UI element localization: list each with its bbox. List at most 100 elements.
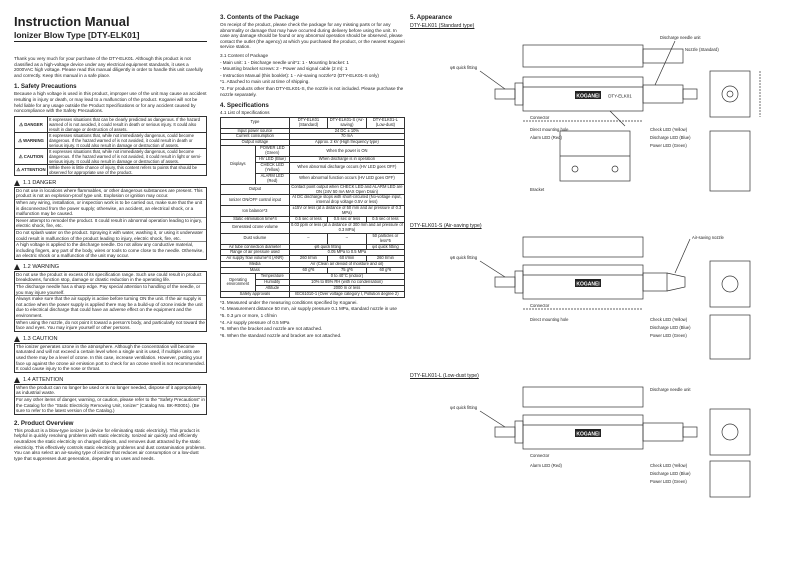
caution-heading: 1.3 CAUTION xyxy=(14,335,207,342)
section-3-text: On receipt of the product, please check … xyxy=(220,22,405,50)
model-plate: DTY-ELK01 xyxy=(608,94,632,99)
package-item: - Mounting bracket screws: 2 - Power and… xyxy=(220,66,348,72)
warning-triangle-icon xyxy=(14,263,20,270)
spec-note: *5. 0.3 μm or more, 1 cf/min xyxy=(220,312,277,318)
spec-header: DTY-ELK01-L (Low-dust) xyxy=(365,116,406,129)
warning-heading: 1.2 WARNING xyxy=(14,263,207,270)
label-airsave-nozzle: Air-saving nozzle xyxy=(692,235,725,240)
signal-warning-label: ⚠ WARNING xyxy=(14,131,48,149)
drawing-standard: KOGANEI DTY-ELK01 φ6 quick fitting Conne… xyxy=(450,35,761,192)
spec-group-label: Displays xyxy=(220,145,256,185)
spec-value: 0.03 ppm or less (at a distance of 300 m… xyxy=(288,221,406,234)
label-power-led: Power LED (Green) xyxy=(650,479,687,484)
table-row: Ion balance*3±15V or less (at a distance… xyxy=(220,205,406,218)
label-alarm: Alarm LED (Red) xyxy=(530,135,562,140)
label-check: Check LED (Yellow) xyxy=(650,463,688,468)
spec-value: – xyxy=(288,232,329,245)
spec-value: When abnormal discharge occurs (HV LED g… xyxy=(288,161,406,174)
signal-attention-text: While there is little chance of injury, … xyxy=(47,163,207,176)
label-connector: Connector xyxy=(530,303,550,308)
danger-item: Do not use in locations where flammables… xyxy=(15,188,206,200)
spec-label: ALARM LED (Red) xyxy=(254,172,290,185)
quick-fitting xyxy=(494,88,516,100)
label-fitting: φ6 quick fitting xyxy=(450,65,478,70)
spec-value: Approx. 2 kV (High frequency type) xyxy=(288,139,406,147)
logo-plate xyxy=(575,91,601,99)
danger-item: When any wiring, installation, or inspec… xyxy=(15,200,206,218)
section-1-text: Because a high voltage is used in this p… xyxy=(14,91,207,114)
package-item: - Main unit: 1 - Discharge needle unit*1… xyxy=(220,59,349,65)
warning-triangle-icon xyxy=(14,179,20,186)
section-3-title: 3. Contents of the Package xyxy=(220,14,300,21)
spec-subtitle: 4.1 List of Specifications xyxy=(220,110,270,116)
label-bracket: Bracket xyxy=(530,187,545,192)
spec-value: At DC discharge stops with short-circuit… xyxy=(288,194,406,207)
spec-value: ±15V or less (at a distance of 50 mm and… xyxy=(288,205,406,218)
figure-title-standard: DTY-ELK01 (Standard type) xyxy=(410,23,475,29)
section-2-text: This product is a blow-type ionizer (a d… xyxy=(14,427,206,461)
spec-label: Generated ozone volume xyxy=(220,221,290,234)
attention-heading: 1.4 ATTENTION xyxy=(14,376,207,383)
warning-item: When using the nozzle, do not point it t… xyxy=(16,319,205,331)
warning-box: Do not use the product in excess of its … xyxy=(14,270,207,332)
spec-note: *3. Measured under the measuring conditi… xyxy=(220,299,358,305)
label-fitting: φ4 quick fitting xyxy=(450,405,478,410)
label-mount: Direct mounting hole xyxy=(530,317,569,322)
spec-value: When discharge is in operation xyxy=(288,156,406,163)
signal-danger-label: ⚠ DANGER xyxy=(14,115,48,133)
column-1: Instruction Manual Ionizer Blow Type [DT… xyxy=(14,14,207,462)
label-check: Check LED (Yellow) xyxy=(650,317,688,322)
spec-label: POWER LED (Green) xyxy=(254,145,290,158)
spec-value: IEC61010-1 (Over voltage category I, Pol… xyxy=(288,290,406,298)
brand-logo: KOGANEI xyxy=(576,432,600,438)
signal-caution-text: It expresses situations that, while not … xyxy=(47,147,207,165)
spec-label: HV LED (Blue) xyxy=(254,156,290,163)
label-alarm: Alarm LED (Red) xyxy=(530,463,562,468)
figure-title-airsave: DTY-ELK01-S (Air-saving type) xyxy=(410,223,482,229)
nozzle xyxy=(642,84,684,104)
warning-item: Do not use the product in excess of its … xyxy=(15,272,206,285)
signal-warning-text: It expresses situations that, while not … xyxy=(47,131,207,149)
spec-value: 0.5 sec or less xyxy=(288,216,329,223)
drawing-airsave: KOGANEI φ6 quick fitting Connector Air-s… xyxy=(450,235,751,360)
spec-label: Dust volume xyxy=(220,232,290,245)
spec-value: 50 particles or less*5 xyxy=(365,232,406,245)
spec-label: Safety approvals xyxy=(220,290,290,298)
package-list-head: 3.1 Content of Package xyxy=(220,52,269,58)
spec-label: Ion balance*3 xyxy=(220,205,290,218)
spec-table: Type DTY-ELK01 (Standard) DTY-ELK01-S (A… xyxy=(220,116,406,298)
section-4-title: 4. Specifications xyxy=(220,102,269,110)
intro-text: Thank you very much for your purchase of… xyxy=(14,56,203,78)
package-note: *2. For products other than DTY-ELK01-S,… xyxy=(220,85,404,97)
signal-attention-label: ⚠ ATTENTION xyxy=(14,163,48,176)
spec-header: DTY-ELK01 (Standard) xyxy=(288,116,329,129)
attention-item: When the product can no longer be used o… xyxy=(15,385,206,397)
spec-note: *6. When the bracket and nozzle are not … xyxy=(220,326,323,332)
brand-logo: KOGANEI xyxy=(576,94,600,100)
label-needle: Discharge needle unit xyxy=(660,35,701,40)
label-connector: Connector xyxy=(530,115,550,120)
label-connector: Connector xyxy=(530,453,550,458)
package-item: - Instruction Manual (this booklet): 1 -… xyxy=(220,72,379,78)
spec-header: DTY-ELK01-S (Air-saving) xyxy=(327,116,367,129)
label-mount: Direct mounting hole xyxy=(530,127,569,132)
package-note: *1. Attached to main unit at time of shi… xyxy=(220,79,310,85)
spec-label: Ionizer ON/OFF control input xyxy=(220,194,290,207)
spec-value: Contact point output when CHECK LED and … xyxy=(288,183,406,196)
spec-group-label: Operating environment xyxy=(220,273,256,292)
warning-triangle-icon xyxy=(14,376,20,383)
spec-value: When the power is ON xyxy=(288,145,406,158)
label-check: Check LED (Yellow) xyxy=(650,127,688,132)
danger-item: Do not splash water on the product. Spra… xyxy=(15,230,206,243)
danger-item: Never attempt to remodel the product. It… xyxy=(15,218,206,230)
section-2-title: 2. Product Overview xyxy=(14,419,74,427)
spec-header: Type xyxy=(220,116,290,129)
label-discharge-led: Discharge LED (Blue) xyxy=(650,325,691,330)
spec-value: 0.5 sec or less xyxy=(365,216,406,223)
signal-caution-label: ⚠ CAUTION xyxy=(14,147,48,165)
label-power-led: Power LED (Green) xyxy=(650,143,687,148)
